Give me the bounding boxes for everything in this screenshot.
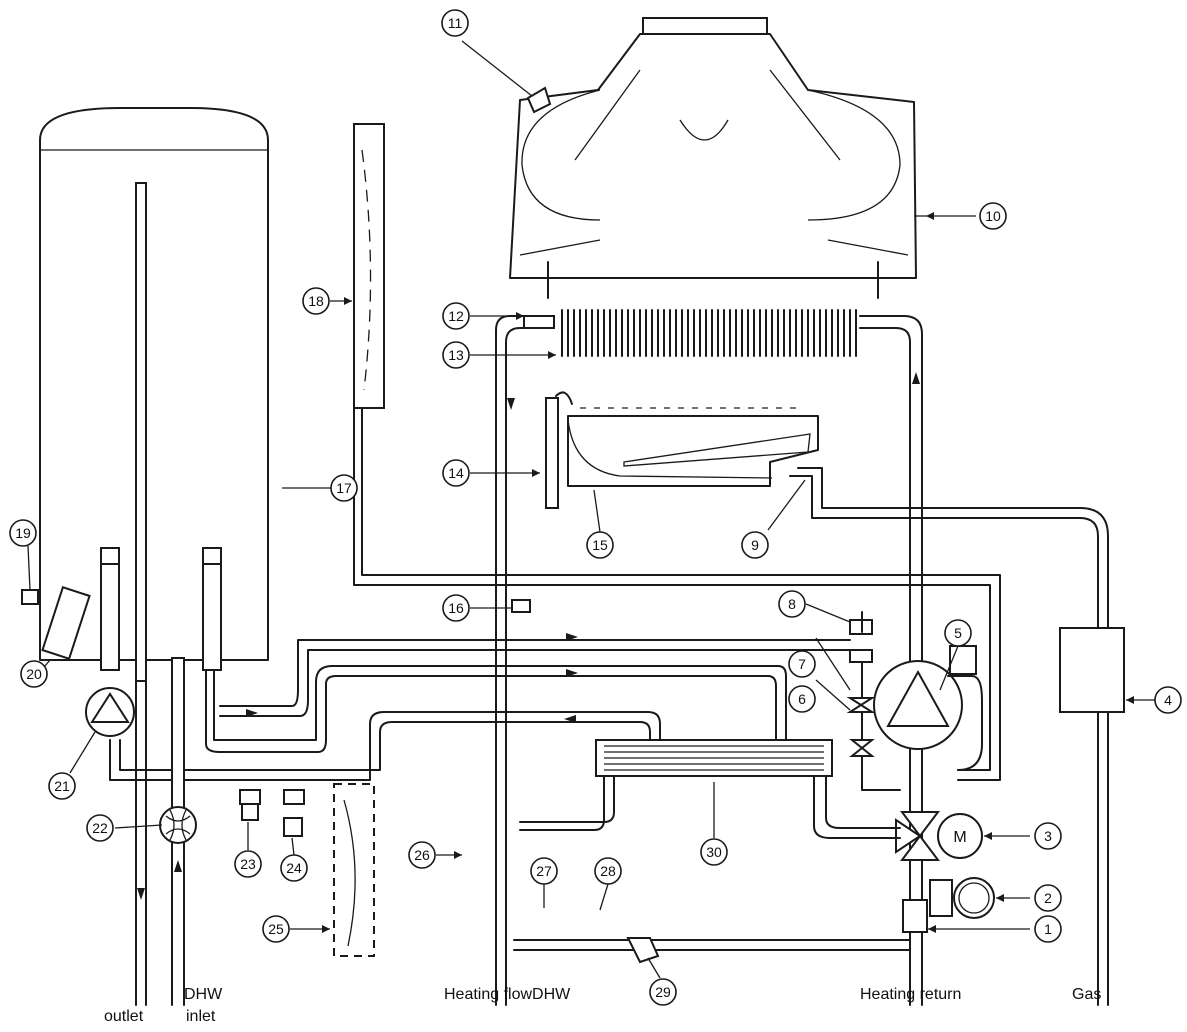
svg-text:9: 9 bbox=[751, 537, 759, 553]
callout-13: 13 bbox=[442, 341, 470, 369]
svg-text:21: 21 bbox=[54, 778, 70, 794]
svg-text:4: 4 bbox=[1164, 692, 1172, 708]
callout-14: 14 bbox=[442, 459, 470, 487]
svg-text:26: 26 bbox=[414, 847, 430, 863]
label-inlet: inlet bbox=[186, 1008, 216, 1025]
callout-20: 20 bbox=[20, 660, 48, 688]
callout-18: 18 bbox=[302, 287, 330, 315]
callout-29: 29 bbox=[649, 978, 677, 1006]
callout-12: 12 bbox=[442, 302, 470, 330]
svg-text:6: 6 bbox=[798, 691, 806, 707]
callout-1: 1 bbox=[1034, 915, 1062, 943]
callout-24: 24 bbox=[280, 854, 308, 882]
svg-text:3: 3 bbox=[1044, 828, 1052, 844]
svg-text:27: 27 bbox=[536, 863, 552, 879]
leader-arrowheads bbox=[322, 212, 1134, 933]
label-outlet: outlet bbox=[104, 1008, 144, 1025]
svg-text:22: 22 bbox=[92, 820, 108, 836]
callout-7: 7 bbox=[788, 650, 816, 678]
callout-26: 26 bbox=[408, 841, 436, 869]
svg-text:14: 14 bbox=[448, 465, 464, 481]
callout-19: 19 bbox=[9, 519, 37, 547]
svg-text:30: 30 bbox=[706, 844, 722, 860]
callout-22: 22 bbox=[86, 814, 114, 842]
motor-symbol: M bbox=[953, 829, 966, 846]
label-dhw: DHW bbox=[184, 986, 223, 1003]
svg-text:20: 20 bbox=[26, 666, 42, 682]
svg-text:24: 24 bbox=[286, 860, 302, 876]
pump-assembly: M bbox=[846, 611, 995, 919]
svg-text:11: 11 bbox=[448, 15, 463, 31]
svg-text:10: 10 bbox=[985, 208, 1001, 224]
callout-10: 10 bbox=[979, 202, 1007, 230]
svg-text:17: 17 bbox=[336, 480, 352, 496]
svg-text:23: 23 bbox=[240, 856, 256, 872]
callout-23: 23 bbox=[234, 850, 262, 878]
flue-hood bbox=[509, 17, 917, 299]
dhw-pipework bbox=[85, 633, 851, 1006]
callout-2: 2 bbox=[1034, 884, 1062, 912]
callout-28: 28 bbox=[594, 857, 622, 885]
callout-21: 21 bbox=[48, 772, 76, 800]
svg-text:28: 28 bbox=[600, 863, 616, 879]
callout-17: 17 bbox=[330, 474, 358, 502]
svg-text:18: 18 bbox=[308, 293, 324, 309]
burner bbox=[545, 391, 819, 509]
callout-8: 8 bbox=[778, 590, 806, 618]
expansion-vessel bbox=[353, 123, 1001, 781]
svg-text:5: 5 bbox=[954, 625, 962, 641]
callout-11: 11 bbox=[441, 9, 469, 37]
svg-text:13: 13 bbox=[448, 347, 464, 363]
label-gas: Gas bbox=[1072, 986, 1101, 1003]
svg-text:12: 12 bbox=[448, 308, 464, 324]
heat-exchanger-fins bbox=[523, 309, 857, 357]
label-heating-flow: Heating flowDHW bbox=[444, 986, 571, 1003]
callout-6: 6 bbox=[788, 685, 816, 713]
label-heating-return: Heating return bbox=[860, 986, 961, 1003]
callout-16: 16 bbox=[442, 594, 470, 622]
svg-text:29: 29 bbox=[655, 984, 671, 1000]
callout-27: 27 bbox=[530, 857, 558, 885]
svg-text:2: 2 bbox=[1044, 890, 1052, 906]
callout-15: 15 bbox=[586, 531, 614, 559]
svg-text:1: 1 bbox=[1044, 921, 1052, 937]
gas-pipe bbox=[789, 467, 1125, 1006]
leader-lines bbox=[27, 40, 1155, 979]
svg-text:25: 25 bbox=[268, 921, 284, 937]
callout-9: 9 bbox=[741, 531, 769, 559]
plate-heat-exchanger bbox=[519, 739, 901, 839]
svg-text:19: 19 bbox=[15, 525, 31, 541]
callout-4: 4 bbox=[1154, 686, 1182, 714]
storage-cylinder bbox=[21, 107, 269, 1006]
svg-text:15: 15 bbox=[592, 537, 608, 553]
svg-text:8: 8 bbox=[788, 596, 796, 612]
callout-30: 30 bbox=[700, 838, 728, 866]
callout-3: 3 bbox=[1034, 822, 1062, 850]
callout-5: 5 bbox=[944, 619, 972, 647]
callout-25: 25 bbox=[262, 915, 290, 943]
svg-text:16: 16 bbox=[448, 600, 464, 616]
svg-text:7: 7 bbox=[798, 656, 806, 672]
